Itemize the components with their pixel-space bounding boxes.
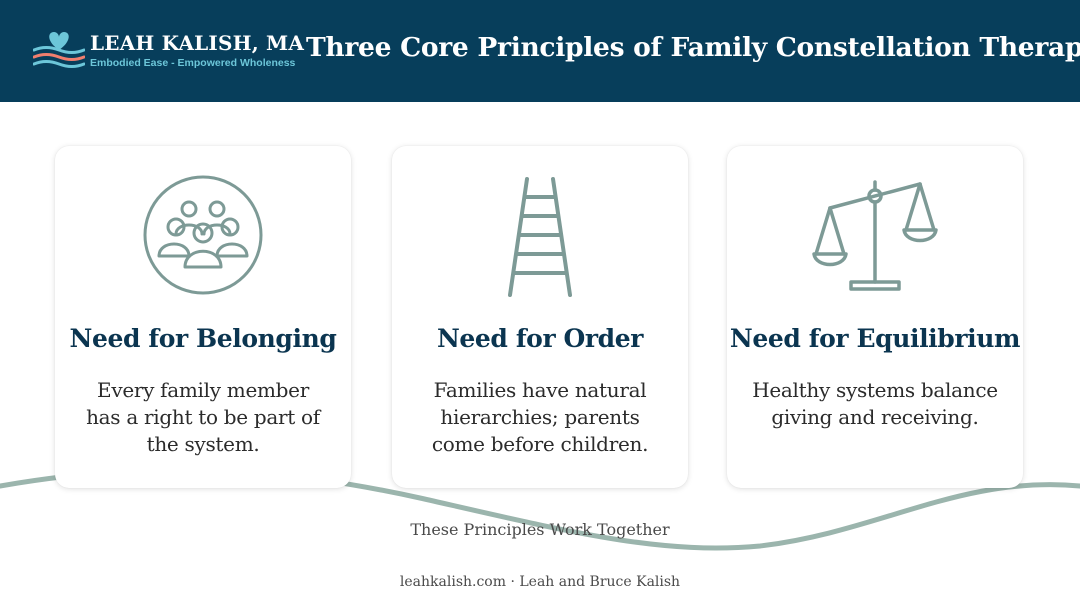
card-title: Need for Belonging bbox=[69, 324, 337, 353]
connector-caption: These Principles Work Together bbox=[410, 520, 670, 539]
brand-tagline: Embodied Ease - Empowered Wholeness bbox=[90, 57, 296, 69]
card-title: Need for Equilibrium bbox=[729, 324, 1021, 353]
ladder-icon bbox=[508, 177, 572, 297]
heart-waves-icon bbox=[33, 32, 85, 68]
brand-logo[interactable]: LEAH KALISH, MA Embodied Ease - Empowere… bbox=[33, 30, 304, 75]
brand-name: LEAH KALISH, MA bbox=[90, 31, 305, 55]
card-description: Every family member has a right to be pa… bbox=[86, 378, 320, 456]
balance-scale-icon bbox=[812, 180, 938, 291]
page-title: Three Core Principles of Family Constell… bbox=[306, 32, 1080, 63]
principle-card-order: Need for Order Families have natural hie… bbox=[392, 146, 688, 488]
card-title: Need for Order bbox=[436, 324, 644, 353]
principle-card-equilibrium: Need for Equilibrium Healthy systems bal… bbox=[727, 146, 1023, 488]
principle-card-belonging: Need for Belonging Every family member h… bbox=[55, 146, 351, 488]
card-description: Healthy systems balance giving and recei… bbox=[752, 378, 998, 429]
footer-credit[interactable]: leahkalish.com · Leah and Bruce Kalish bbox=[399, 574, 681, 590]
card-description: Families have natural hierarchies; paren… bbox=[431, 378, 649, 456]
header-banner: LEAH KALISH, MA Embodied Ease - Empowere… bbox=[0, 0, 1080, 102]
family-group-icon bbox=[143, 175, 263, 295]
